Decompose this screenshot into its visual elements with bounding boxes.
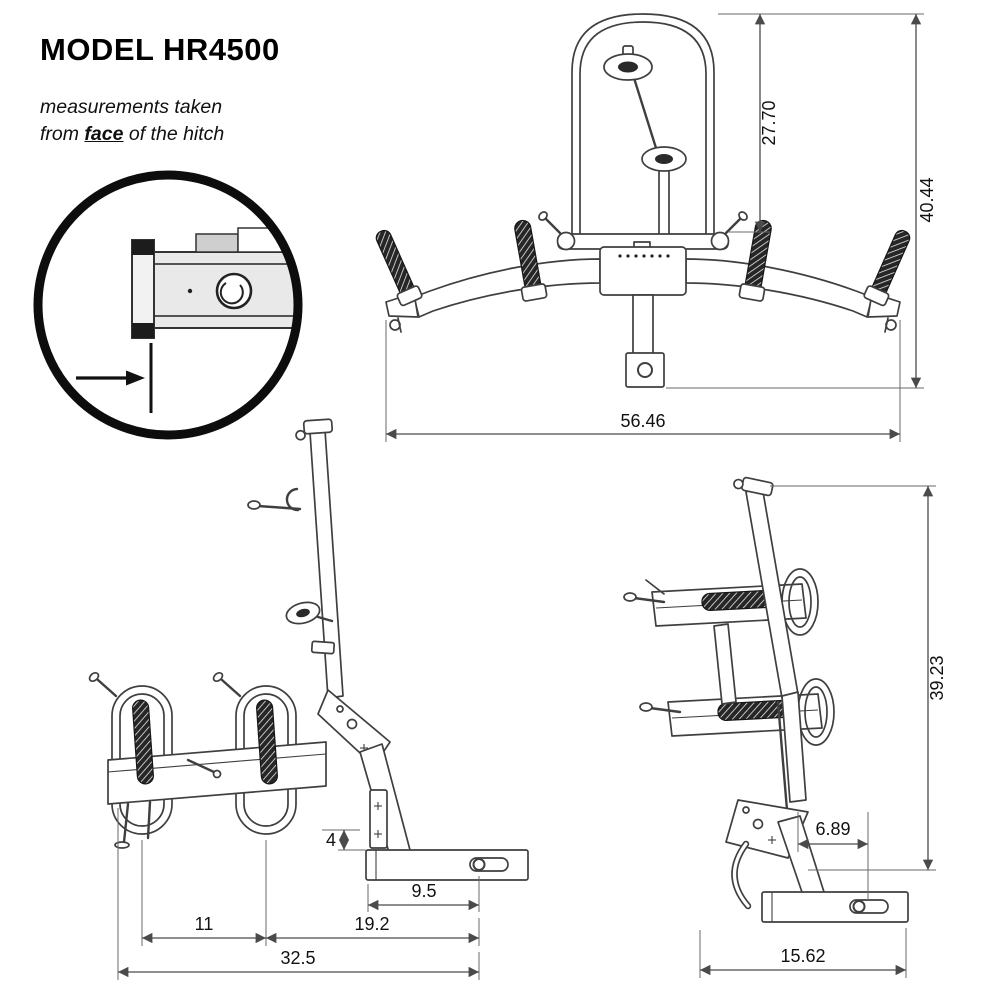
- hitch-tube: [761, 891, 909, 923]
- tilt-knob-lower: [641, 146, 687, 172]
- stabilizer-hook: [731, 840, 752, 910]
- release-lever: [186, 758, 222, 779]
- hitch-pin-hole: [472, 858, 486, 871]
- measurement-note: measurements taken from face of the hitc…: [40, 94, 340, 149]
- dimension-rear-arm-offset: 6.89: [797, 812, 869, 900]
- note-from: from: [40, 123, 79, 146]
- center-head: [599, 241, 687, 296]
- dimension-side-pin-setback: 9.5: [367, 876, 480, 912]
- mast-collar: [310, 640, 336, 655]
- dim-label-rear-arm-offset: 6.89: [815, 819, 850, 839]
- dim-label-upper-height: 27.70: [759, 100, 779, 145]
- face-reference-arrow: [76, 343, 153, 413]
- skewer-rod: [96, 678, 118, 698]
- mast-cap: [733, 476, 774, 497]
- wheel-strap: [256, 699, 278, 785]
- note-line1: measurements taken: [40, 96, 223, 118]
- mast-lower: [781, 691, 807, 803]
- note-face-emphasis: face: [84, 123, 124, 146]
- skewer-rod: [648, 706, 682, 714]
- dimension-front-overall-width: 56.46: [385, 320, 901, 442]
- detail-circle-content: [131, 227, 294, 339]
- tilt-knob-upper: [603, 45, 653, 81]
- mast: [309, 429, 344, 699]
- dim-label-overall-length: 32.5: [280, 948, 315, 968]
- header: MODEL HR4500 measurements taken from fac…: [40, 32, 340, 149]
- dim-label-rear-base-length: 15.62: [780, 946, 825, 966]
- hitch-stub: [625, 352, 665, 388]
- dim-label-pin-setback: 9.5: [411, 881, 436, 901]
- frame-hook: [247, 487, 302, 512]
- dimension-side-hitch-rise: 4: [322, 829, 366, 851]
- knob-stem: [658, 169, 670, 237]
- dimension-side-tray-spacing: 11: [141, 840, 267, 946]
- detail-circle-ring: [33, 170, 303, 440]
- dimension-side-overall-length: 32.5: [117, 808, 480, 980]
- note-rest: of the hitch: [128, 123, 225, 146]
- skewer-rod: [632, 596, 666, 604]
- wheel-strap: [863, 229, 911, 307]
- cable: [632, 76, 658, 150]
- arrowhead: [126, 370, 145, 386]
- dimension-front-upper-height: 27.70: [718, 13, 924, 233]
- wheel-strap: [375, 229, 423, 307]
- tray-post: [713, 623, 737, 705]
- page-title: MODEL HR4500: [40, 32, 280, 67]
- shank-plate: [369, 789, 388, 849]
- dim-label-rear-overall-height: 39.23: [927, 655, 947, 700]
- hitch-detail-view: [33, 170, 303, 440]
- mast-cap: [295, 418, 334, 441]
- dimension-rear-overall-height: 39.23: [770, 485, 947, 871]
- left-side-view-drawing: [88, 418, 529, 881]
- dim-label-overall-width: 56.46: [620, 411, 665, 431]
- hitch-tube: [365, 849, 529, 881]
- skewer-rod: [220, 678, 242, 698]
- dim-label-tray-spacing: 11: [195, 914, 214, 934]
- receiver-collar: [195, 233, 239, 253]
- hitch-pin-hole: [852, 900, 866, 913]
- wheel-strap: [514, 219, 548, 302]
- dim-label-tray-to-pin: 19.2: [354, 914, 389, 934]
- right-side-view-drawing: [623, 476, 909, 923]
- crossbar-clamp-right: [710, 211, 748, 251]
- dimension-front-total-height: 40.44: [666, 14, 937, 389]
- mast-knob: [285, 601, 334, 625]
- dim-label-hitch-rise: 4: [326, 830, 336, 850]
- dimension-side-tray-to-pin: 19.2: [266, 914, 480, 946]
- dim-label-total-height: 40.44: [917, 177, 937, 222]
- crossbar-clamp-left: [538, 211, 576, 251]
- shank-column: [632, 294, 654, 356]
- front-view-drawing: [375, 13, 911, 388]
- wheel-strap: [132, 699, 154, 785]
- mast-hoop: [571, 13, 715, 235]
- dimension-rear-base-length: 15.62: [699, 928, 907, 978]
